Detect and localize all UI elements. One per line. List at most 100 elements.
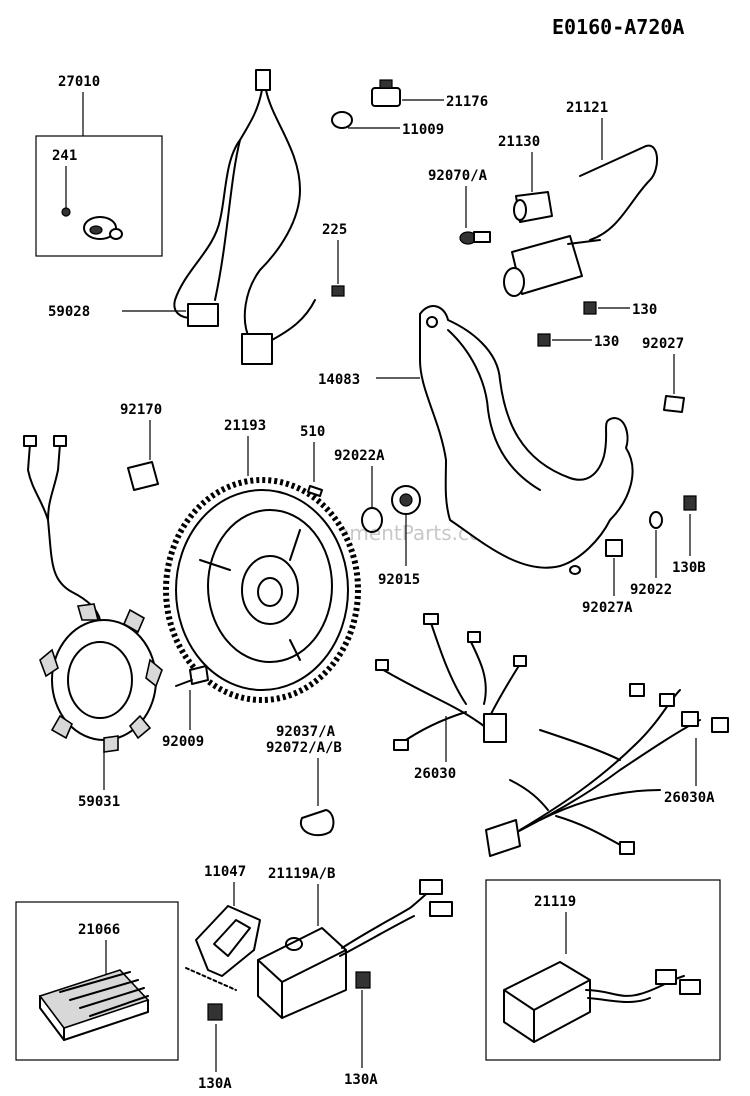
part-92027-group[interactable]: 92027 xyxy=(642,336,685,413)
part-21176-group[interactable]: 21176 xyxy=(371,79,488,110)
callout-21176: 21176 xyxy=(446,94,488,110)
callout-92015: 92015 xyxy=(378,572,420,588)
part-92070-group[interactable]: 92070/A xyxy=(428,168,491,245)
screw-130A-right-part xyxy=(355,971,371,989)
cdi-21119-part xyxy=(503,961,701,1043)
part-21193-group[interactable]: 21193 xyxy=(163,418,361,703)
plug-92070-part xyxy=(459,231,491,245)
part-26030-group[interactable]: 26030 xyxy=(375,613,527,782)
callout-11009: 11009 xyxy=(402,122,444,138)
part-21066-group[interactable]: 21066 xyxy=(15,901,179,1061)
ring-11009-part xyxy=(331,111,353,129)
callout-130-upper: 130 xyxy=(632,302,657,318)
callout-92027A: 92027A xyxy=(582,600,633,616)
ignition-coil-21121-part xyxy=(503,144,658,297)
callout-21193: 21193 xyxy=(224,418,266,434)
harness-59028-part xyxy=(173,69,316,365)
collar-92027-part xyxy=(663,395,685,413)
callout-21119AB: 21119A/B xyxy=(268,866,335,882)
bracket-11047-part xyxy=(185,905,261,991)
regulator-21066-part xyxy=(38,969,150,1041)
callout-21121: 21121 xyxy=(566,100,608,116)
callout-92070: 92070/A xyxy=(428,168,488,184)
callout-92022A: 92022A xyxy=(334,448,385,464)
callout-11047: 11047 xyxy=(204,864,246,880)
callout-92072: 92072/A/B xyxy=(266,740,342,756)
part-130A-right-group[interactable]: 130A xyxy=(344,971,378,1088)
part-130A-left-group[interactable]: 130A xyxy=(198,1003,232,1092)
part-21119AB-group[interactable]: 21119A/B xyxy=(257,866,453,1019)
box-21119 xyxy=(485,879,721,1061)
box-27010 xyxy=(35,135,163,257)
washer-92022A-part xyxy=(361,507,383,533)
callout-130A-right: 130A xyxy=(344,1072,378,1088)
bolt-225-part xyxy=(331,285,345,297)
callout-21119: 21119 xyxy=(534,894,576,910)
part-59028-group[interactable]: 59028 xyxy=(48,69,316,365)
cap-21130-part xyxy=(513,191,553,223)
part-21121-group[interactable]: 21121 xyxy=(503,100,658,297)
part-92009-group[interactable]: 92009 xyxy=(162,665,209,750)
part-225-group[interactable]: 225 xyxy=(322,222,347,297)
bolt-92009-part xyxy=(175,665,209,687)
cdi-21119AB-part xyxy=(257,879,453,1019)
box-21066 xyxy=(15,901,179,1061)
part-21119-group[interactable]: 21119 xyxy=(485,879,721,1061)
callout-59028: 59028 xyxy=(48,304,90,320)
part-59031-group[interactable]: 59031 xyxy=(23,435,163,810)
part-92015-group[interactable]: 92015 xyxy=(378,485,421,588)
part-130-upper-group[interactable]: 130 xyxy=(583,301,657,318)
callout-130-lower: 130 xyxy=(594,334,619,350)
part-130-lower-group[interactable]: 130 xyxy=(537,333,619,350)
screw-130-upper-part xyxy=(583,301,597,315)
callout-14083: 14083 xyxy=(318,372,360,388)
part-11009-group[interactable]: 11009 xyxy=(331,111,444,138)
part-92022A-group[interactable]: 92022A xyxy=(334,448,385,533)
screw-130-lower-part xyxy=(537,333,551,347)
callout-225: 225 xyxy=(322,222,347,238)
bolt-130B-part xyxy=(683,495,697,511)
callout-92009: 92009 xyxy=(162,734,204,750)
callout-241: 241 xyxy=(52,148,77,164)
washer-92022-part xyxy=(649,511,663,529)
callout-26030: 26030 xyxy=(414,766,456,782)
harness-26030-part xyxy=(375,613,527,751)
part-92022-group[interactable]: 92022 xyxy=(630,511,672,598)
diagram-code: E0160-A720A xyxy=(552,15,684,39)
clamp-92037-part xyxy=(299,809,335,837)
callout-92027: 92027 xyxy=(642,336,684,352)
stator-59031-part xyxy=(23,435,163,753)
callout-27010: 27010 xyxy=(58,74,100,90)
part-510-group[interactable]: 510 xyxy=(300,424,325,497)
part-11047-group[interactable]: 11047 xyxy=(185,864,261,991)
callout-92037: 92037/A xyxy=(276,724,336,740)
callout-92170: 92170 xyxy=(120,402,162,418)
callout-510: 510 xyxy=(300,424,325,440)
harness-26030A-part xyxy=(485,683,729,857)
callout-26030A: 26030A xyxy=(664,790,715,806)
part-92027A-group[interactable]: 92027A xyxy=(582,539,633,616)
part-92170-group[interactable]: 92170 xyxy=(120,402,162,491)
part-14083-group[interactable]: 14083 xyxy=(318,305,634,575)
callout-59031: 59031 xyxy=(78,794,120,810)
sensor-241-part xyxy=(83,216,123,240)
part-21130-group[interactable]: 21130 xyxy=(498,134,553,223)
part-130B-group[interactable]: 130B xyxy=(672,495,706,576)
callout-130A-left: 130A xyxy=(198,1076,232,1092)
part-26030A-group[interactable]: 26030A xyxy=(485,683,729,857)
collar-92027A-part xyxy=(605,539,623,557)
cover-14083-part xyxy=(419,305,634,575)
key-510-part xyxy=(307,485,323,497)
callout-21130: 21130 xyxy=(498,134,540,150)
screw-130A-left-part xyxy=(207,1003,223,1021)
switch-21176-part xyxy=(371,79,401,107)
flywheel-21193-part xyxy=(163,477,361,703)
callout-92022: 92022 xyxy=(630,582,672,598)
callout-130B: 130B xyxy=(672,560,706,576)
nut-92015-part xyxy=(391,485,421,515)
clip-92170-part xyxy=(127,461,159,491)
callout-21066: 21066 xyxy=(78,922,120,938)
part-92037-group[interactable]: 92037/A 92072/A/B xyxy=(266,724,342,837)
part-27010-group[interactable]: 27010 241 xyxy=(35,74,163,257)
